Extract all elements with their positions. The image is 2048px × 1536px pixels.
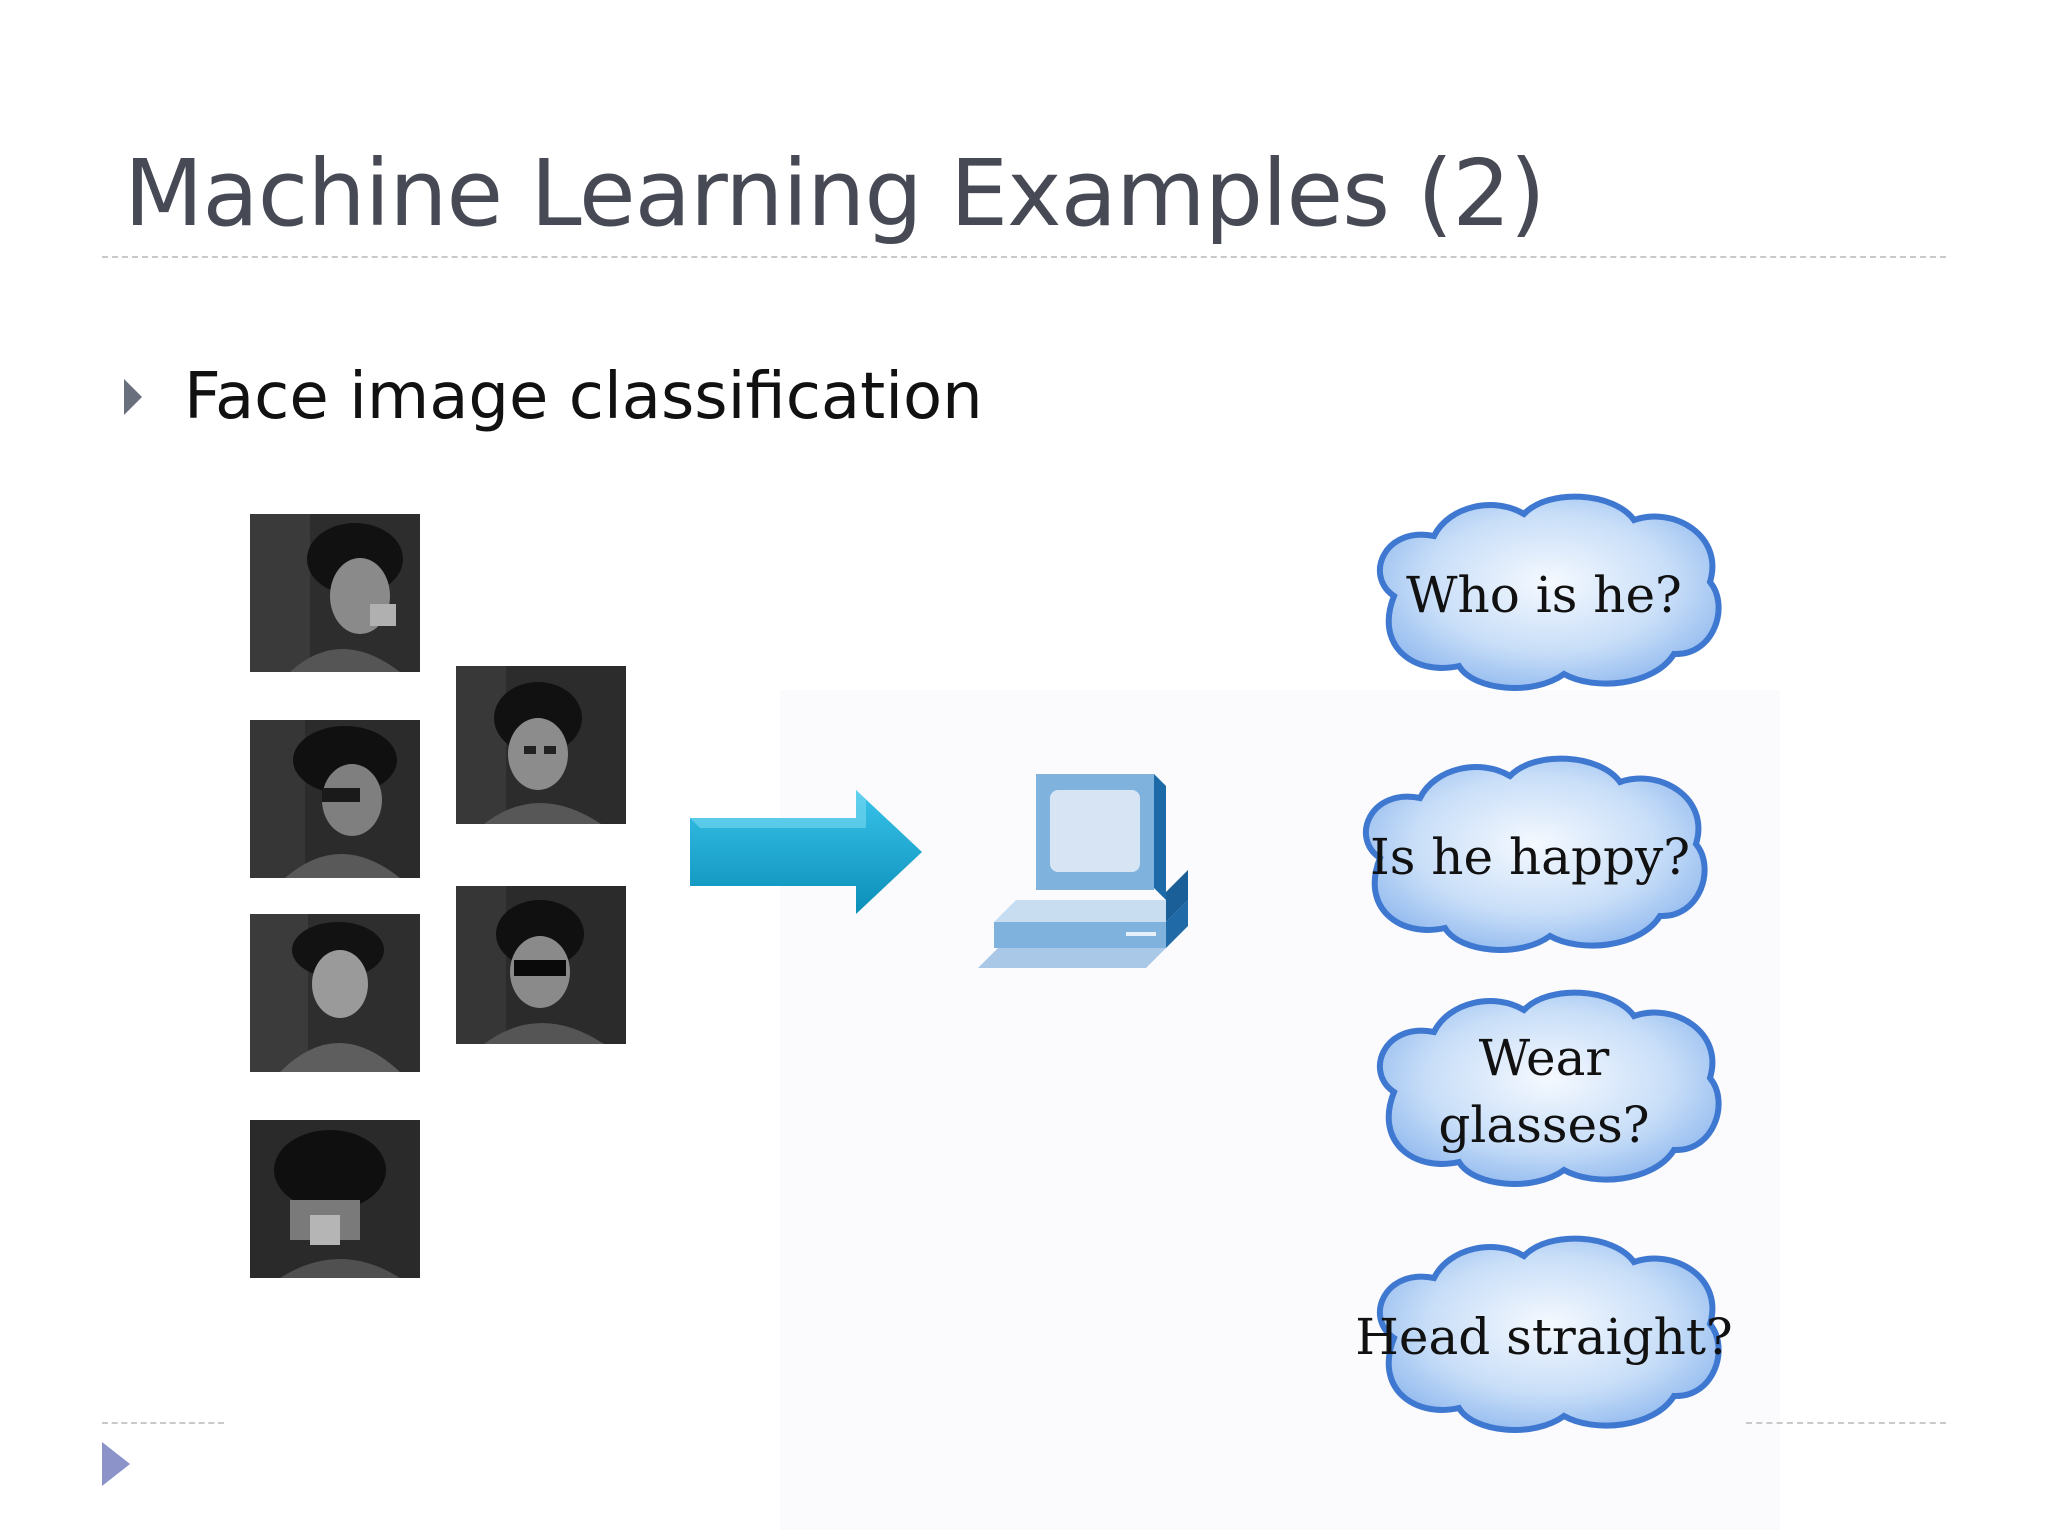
footer-divider-left	[102, 1422, 224, 1424]
face-image	[456, 666, 626, 824]
face-image	[250, 914, 420, 1072]
next-slide-icon[interactable]	[102, 1442, 130, 1486]
slide-title: Machine Learning Examples (2)	[124, 140, 1546, 247]
face-image	[456, 886, 626, 1044]
question-cloud-glasses: Wear glasses?	[1354, 982, 1734, 1202]
bullet-item: Face image classification	[124, 360, 983, 434]
face-image	[250, 514, 420, 672]
question-text: Who is he?	[1406, 566, 1682, 625]
question-cloud-who: Who is he?	[1354, 486, 1734, 706]
right-arrow-icon	[686, 788, 926, 923]
bullet-triangle-icon	[124, 379, 142, 415]
computer-icon	[976, 760, 1216, 985]
title-divider	[102, 256, 1946, 258]
question-cloud-happy: Is he happy?	[1340, 748, 1720, 968]
question-text: Is he happy?	[1369, 828, 1691, 887]
bullet-text: Face image classification	[184, 360, 983, 434]
question-text: Wear glasses?	[1438, 1028, 1650, 1155]
face-image	[250, 720, 420, 878]
face-image	[250, 1120, 420, 1278]
question-cloud-head: Head straight?	[1354, 1228, 1734, 1448]
footer-divider-right	[1746, 1422, 1946, 1424]
question-text: Head straight?	[1355, 1308, 1733, 1367]
